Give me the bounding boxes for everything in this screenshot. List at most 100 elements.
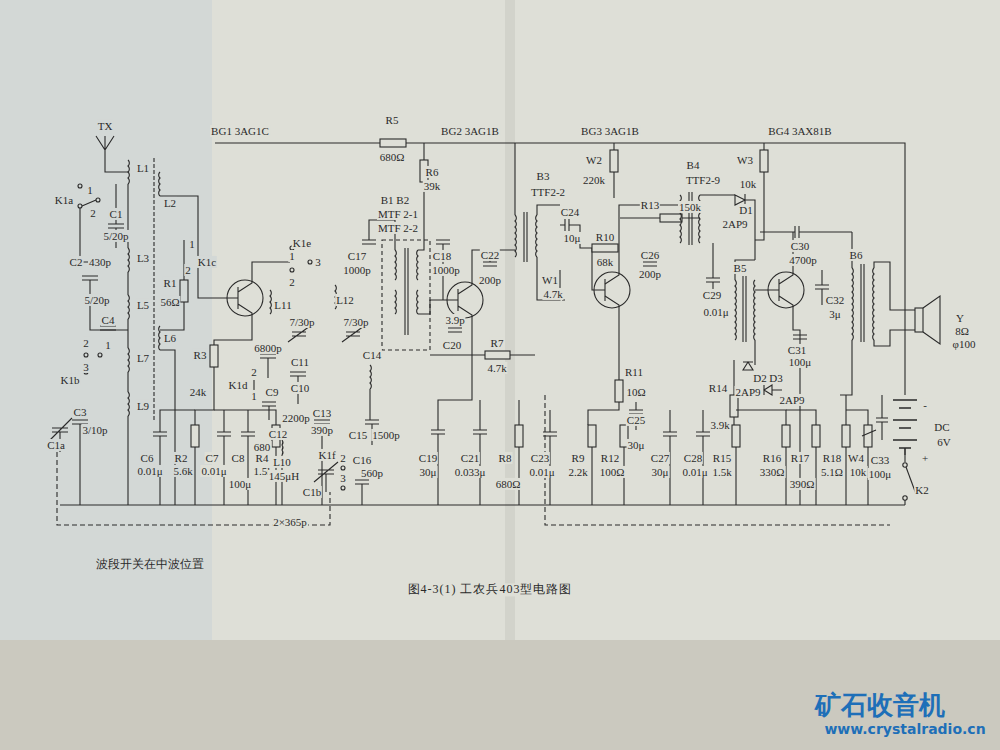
component-label: C15 <box>348 429 368 441</box>
component-label: BG2 3AG1B <box>440 125 500 137</box>
component-label: BG4 3AX81B <box>767 125 832 137</box>
component-label: 390Ω <box>789 478 816 490</box>
component-label: 10k <box>849 466 868 478</box>
component-label: 2AP9 <box>778 394 805 406</box>
component-label: C10 <box>290 382 310 394</box>
component-label: L10 <box>272 456 292 468</box>
component-label: 1500p <box>371 429 401 441</box>
component-label: C23 <box>530 452 550 464</box>
component-label: W1 <box>541 274 559 286</box>
component-label: TX <box>97 120 114 132</box>
component-label: C21 <box>460 452 480 464</box>
component-label: C29 <box>702 289 722 301</box>
component-label: 3 <box>82 361 90 373</box>
component-label: R15 <box>712 452 732 464</box>
component-label: 3 <box>314 256 322 268</box>
component-label: C19 <box>418 452 438 464</box>
component-label: L7 <box>136 352 150 364</box>
component-label: R12 <box>600 452 620 464</box>
component-label: 3/10p <box>81 424 108 436</box>
component-label: 100μ <box>868 468 892 480</box>
component-label: C6 <box>140 452 155 464</box>
component-label: 5/20p <box>83 294 110 306</box>
component-label: 0.01μ <box>528 466 555 478</box>
component-label: C2 <box>69 256 84 268</box>
component-label: R16 <box>762 452 782 464</box>
component-label: 430p <box>88 256 112 268</box>
component-label: 68k <box>596 256 615 268</box>
component-label: 6800p <box>253 342 283 354</box>
component-label: 7/30p <box>342 316 369 328</box>
component-label: 2AP9 <box>734 386 761 398</box>
component-label: 2 <box>250 366 258 378</box>
component-label: 220k <box>582 174 606 186</box>
component-label: C17 <box>347 250 367 262</box>
component-label: 10μ <box>563 232 582 244</box>
component-label: K1a <box>54 194 74 206</box>
component-label: 10Ω <box>625 386 646 398</box>
component-label: 0.01μ <box>136 465 163 477</box>
component-label: 1.5k <box>711 466 732 478</box>
component-label: D3 <box>768 372 783 384</box>
component-label: L12 <box>335 294 355 306</box>
component-label: B5 <box>733 262 748 274</box>
component-label: L3 <box>136 252 150 264</box>
component-label: C26 <box>640 249 660 261</box>
component-label: L2 <box>163 197 177 209</box>
component-label: 30μ <box>651 466 670 478</box>
component-label: C20 <box>442 339 462 351</box>
component-label: 3μ <box>828 308 841 320</box>
component-label: - <box>922 399 928 411</box>
component-label: R14 <box>708 382 728 394</box>
component-label: W4 <box>847 452 865 464</box>
component-label: BG1 3AG1C <box>210 125 270 137</box>
component-label: D2 <box>752 372 767 384</box>
component-label: 1 <box>188 238 196 250</box>
component-label: 680 <box>253 441 272 453</box>
component-label: C30 <box>790 240 810 252</box>
component-label: R18 <box>822 452 842 464</box>
component-label: 100Ω <box>599 466 626 478</box>
component-label: DC <box>933 421 950 433</box>
left-page <box>0 0 212 750</box>
component-label: 5.1Ω <box>820 466 844 478</box>
component-label: C33 <box>870 454 890 466</box>
component-label: 1 <box>250 390 258 402</box>
component-label: C32 <box>825 294 845 306</box>
component-label: D1 <box>738 204 753 216</box>
component-label: 0.01μ <box>200 465 227 477</box>
component-label: R1 <box>163 277 178 289</box>
component-label: C14 <box>362 349 382 361</box>
component-label: 3.9k <box>709 419 730 431</box>
component-label: K2 <box>914 484 929 496</box>
component-label: 7/30p <box>288 316 315 328</box>
component-label: K1e <box>292 237 312 249</box>
component-label: 波段开关在中波位置 <box>95 558 205 571</box>
component-label: 1 <box>86 184 94 196</box>
component-label: K1b <box>60 374 81 386</box>
component-label: Y <box>955 312 965 324</box>
component-label: 0.01μ <box>702 306 729 318</box>
component-label: B6 <box>849 249 864 261</box>
component-label: L11 <box>273 299 292 311</box>
component-label: 2×365p <box>272 516 308 528</box>
component-label: 2200p <box>281 412 311 424</box>
component-label: φ100 <box>952 338 977 350</box>
component-label: C8 <box>231 452 246 464</box>
component-label: B4 <box>686 159 701 171</box>
wiring <box>48 136 940 525</box>
component-label: MTF 2-2 <box>377 222 419 234</box>
component-label: W2 <box>585 154 603 166</box>
component-label: C28 <box>683 452 703 464</box>
component-label: B1 B2 <box>380 194 410 206</box>
component-label: R7 <box>490 337 505 349</box>
component-label: C31 <box>787 344 807 356</box>
component-label: 200p <box>638 268 662 280</box>
component-label: K1c <box>197 256 217 268</box>
component-label: W3 <box>736 154 754 166</box>
component-label: C13 <box>312 407 332 419</box>
component-label: R3 <box>193 349 208 361</box>
component-label: 2.2k <box>567 466 588 478</box>
component-label: L6 <box>163 332 177 344</box>
